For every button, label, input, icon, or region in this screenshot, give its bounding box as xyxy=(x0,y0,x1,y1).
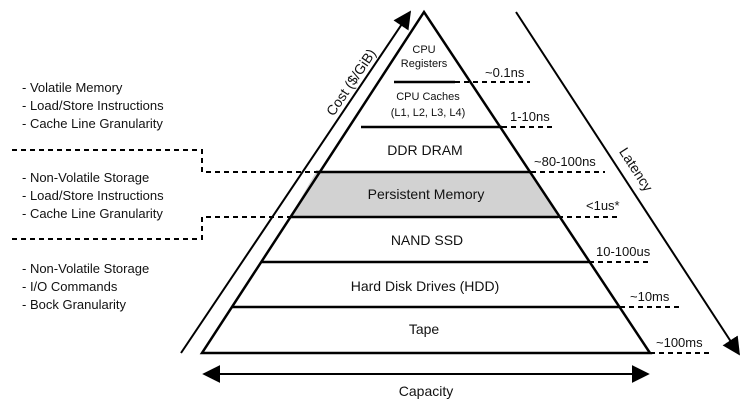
latency-leaders xyxy=(455,81,712,354)
latency-persistent-memory: <1us* xyxy=(586,198,620,213)
group3-note-2: - I/O Commands xyxy=(22,279,118,294)
persistent-memory-band xyxy=(290,172,558,217)
latency-tape: ~100ms xyxy=(656,335,703,350)
group3-note-3: - Bock Granularity xyxy=(22,297,127,312)
group-separators xyxy=(12,149,316,240)
latency-axis-label: Latency xyxy=(616,144,656,194)
latency-cpu-caches: 1-10ns xyxy=(510,109,550,124)
tier-ddr-dram: DDR DRAM xyxy=(387,142,462,158)
tier-cpu-caches-line2: (L1, L2, L3, L4) xyxy=(391,107,466,119)
group2-note-2: - Load/Store Instructions xyxy=(22,188,164,203)
latency-ddr-dram: ~80-100ns xyxy=(534,154,596,169)
tier-cpu-caches-line1: CPU Caches xyxy=(396,91,460,103)
tier-persistent-memory: Persistent Memory xyxy=(368,186,485,202)
latency-arrow xyxy=(515,11,740,356)
latency-nand-ssd: 10-100us xyxy=(596,244,651,259)
tier-nand-ssd: NAND SSD xyxy=(391,232,463,248)
group1-note-1: - Volatile Memory xyxy=(22,80,123,95)
group1-note-2: - Load/Store Instructions xyxy=(22,98,164,113)
group1-note-3: - Cache Line Granularity xyxy=(22,116,163,131)
group2-note-1: - Non-Volatile Storage xyxy=(22,170,149,185)
tier-hdd: Hard Disk Drives (HDD) xyxy=(351,278,500,294)
cost-arrow xyxy=(180,10,412,354)
cost-axis-label: Cost ($/GiB) xyxy=(323,46,379,119)
capacity-axis-label: Capacity xyxy=(399,383,453,399)
tier-tape: Tape xyxy=(409,321,440,337)
tier-separators xyxy=(232,80,620,309)
latency-hdd: ~10ms xyxy=(630,289,670,304)
group3-note-1: - Non-Volatile Storage xyxy=(22,261,149,276)
group2-note-3: - Cache Line Granularity xyxy=(22,206,163,221)
tier-cpu-registers-line2: Registers xyxy=(401,58,448,70)
pyramid-outline xyxy=(199,9,653,355)
tier-cpu-registers-line1: CPU xyxy=(412,44,435,56)
latency-cpu-registers: ~0.1ns xyxy=(485,65,525,80)
